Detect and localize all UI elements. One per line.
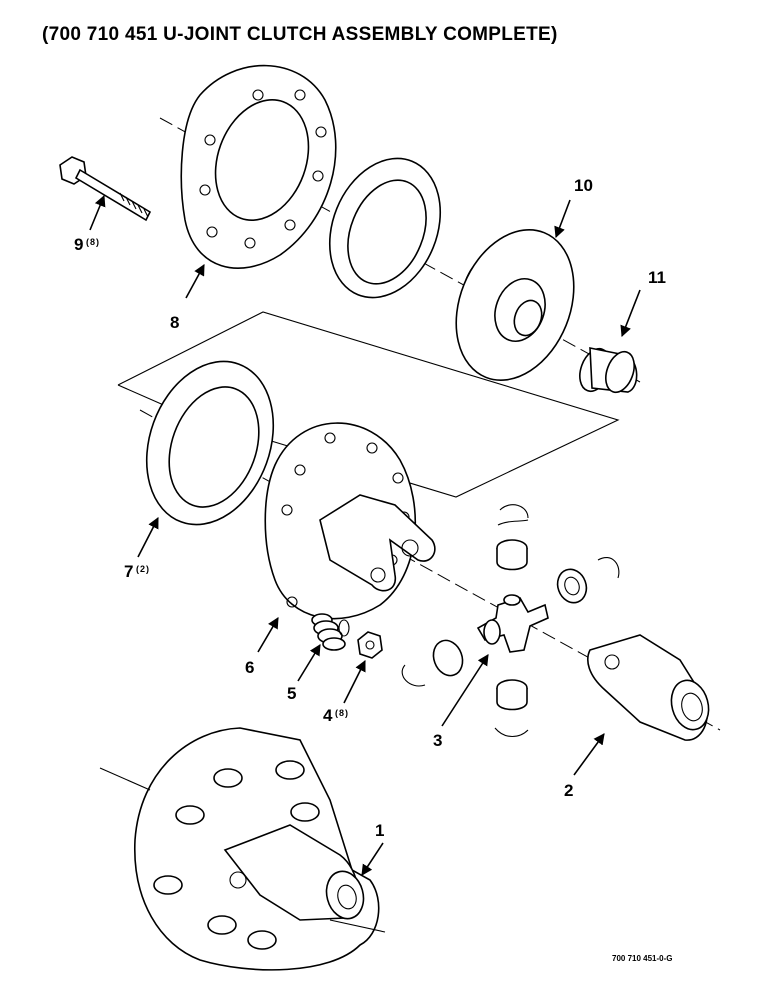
part-10-clutch-hub [455, 229, 575, 381]
leader-1 [361, 842, 384, 876]
callout-2: 2 [564, 781, 573, 800]
callout-4-qty: (8) [335, 708, 349, 718]
figure-code: 700 710 451-0-G [612, 954, 673, 963]
leader-9 [89, 194, 106, 231]
part-9-bolt [59, 156, 152, 222]
page-title: (700 710 451 U-JOINT CLUTCH ASSEMBLY COM… [42, 24, 558, 45]
part-3-cross-bearing-kit [401, 504, 620, 738]
callout-9-qty: (8) [86, 237, 100, 247]
part-11-bushing [579, 347, 638, 394]
leader-11 [620, 289, 641, 338]
leader-8 [185, 264, 205, 299]
callout-7: 7 [124, 562, 133, 581]
part-8-flange-plate [180, 64, 337, 269]
leader-7 [137, 517, 159, 558]
callout-9: 9 [74, 235, 83, 254]
leader-5 [297, 644, 321, 682]
callout-10: 10 [574, 176, 593, 195]
part-1-assembled-clutch [99, 727, 386, 971]
callout-11: 11 [648, 268, 666, 287]
callout-5: 5 [287, 684, 296, 703]
leader-lines [89, 194, 641, 876]
callout-7-qty: (2) [136, 564, 150, 574]
callout-4: 4 [323, 706, 333, 725]
leader-4 [343, 659, 366, 704]
part-4-nut [357, 631, 383, 659]
leader-2 [573, 733, 605, 776]
callout-6: 6 [245, 658, 254, 677]
part-6-yoke-flange [264, 422, 436, 620]
callout-8: 8 [170, 313, 179, 332]
friction-ring [328, 157, 442, 299]
leader-10 [554, 199, 571, 239]
leader-6 [257, 617, 279, 653]
leader-3 [441, 654, 489, 727]
callout-1: 1 [375, 821, 384, 840]
part-7-friction-disc [145, 360, 275, 526]
part-2-yoke [587, 634, 710, 741]
part-5-spring [311, 613, 350, 651]
callout-3: 3 [433, 731, 442, 750]
